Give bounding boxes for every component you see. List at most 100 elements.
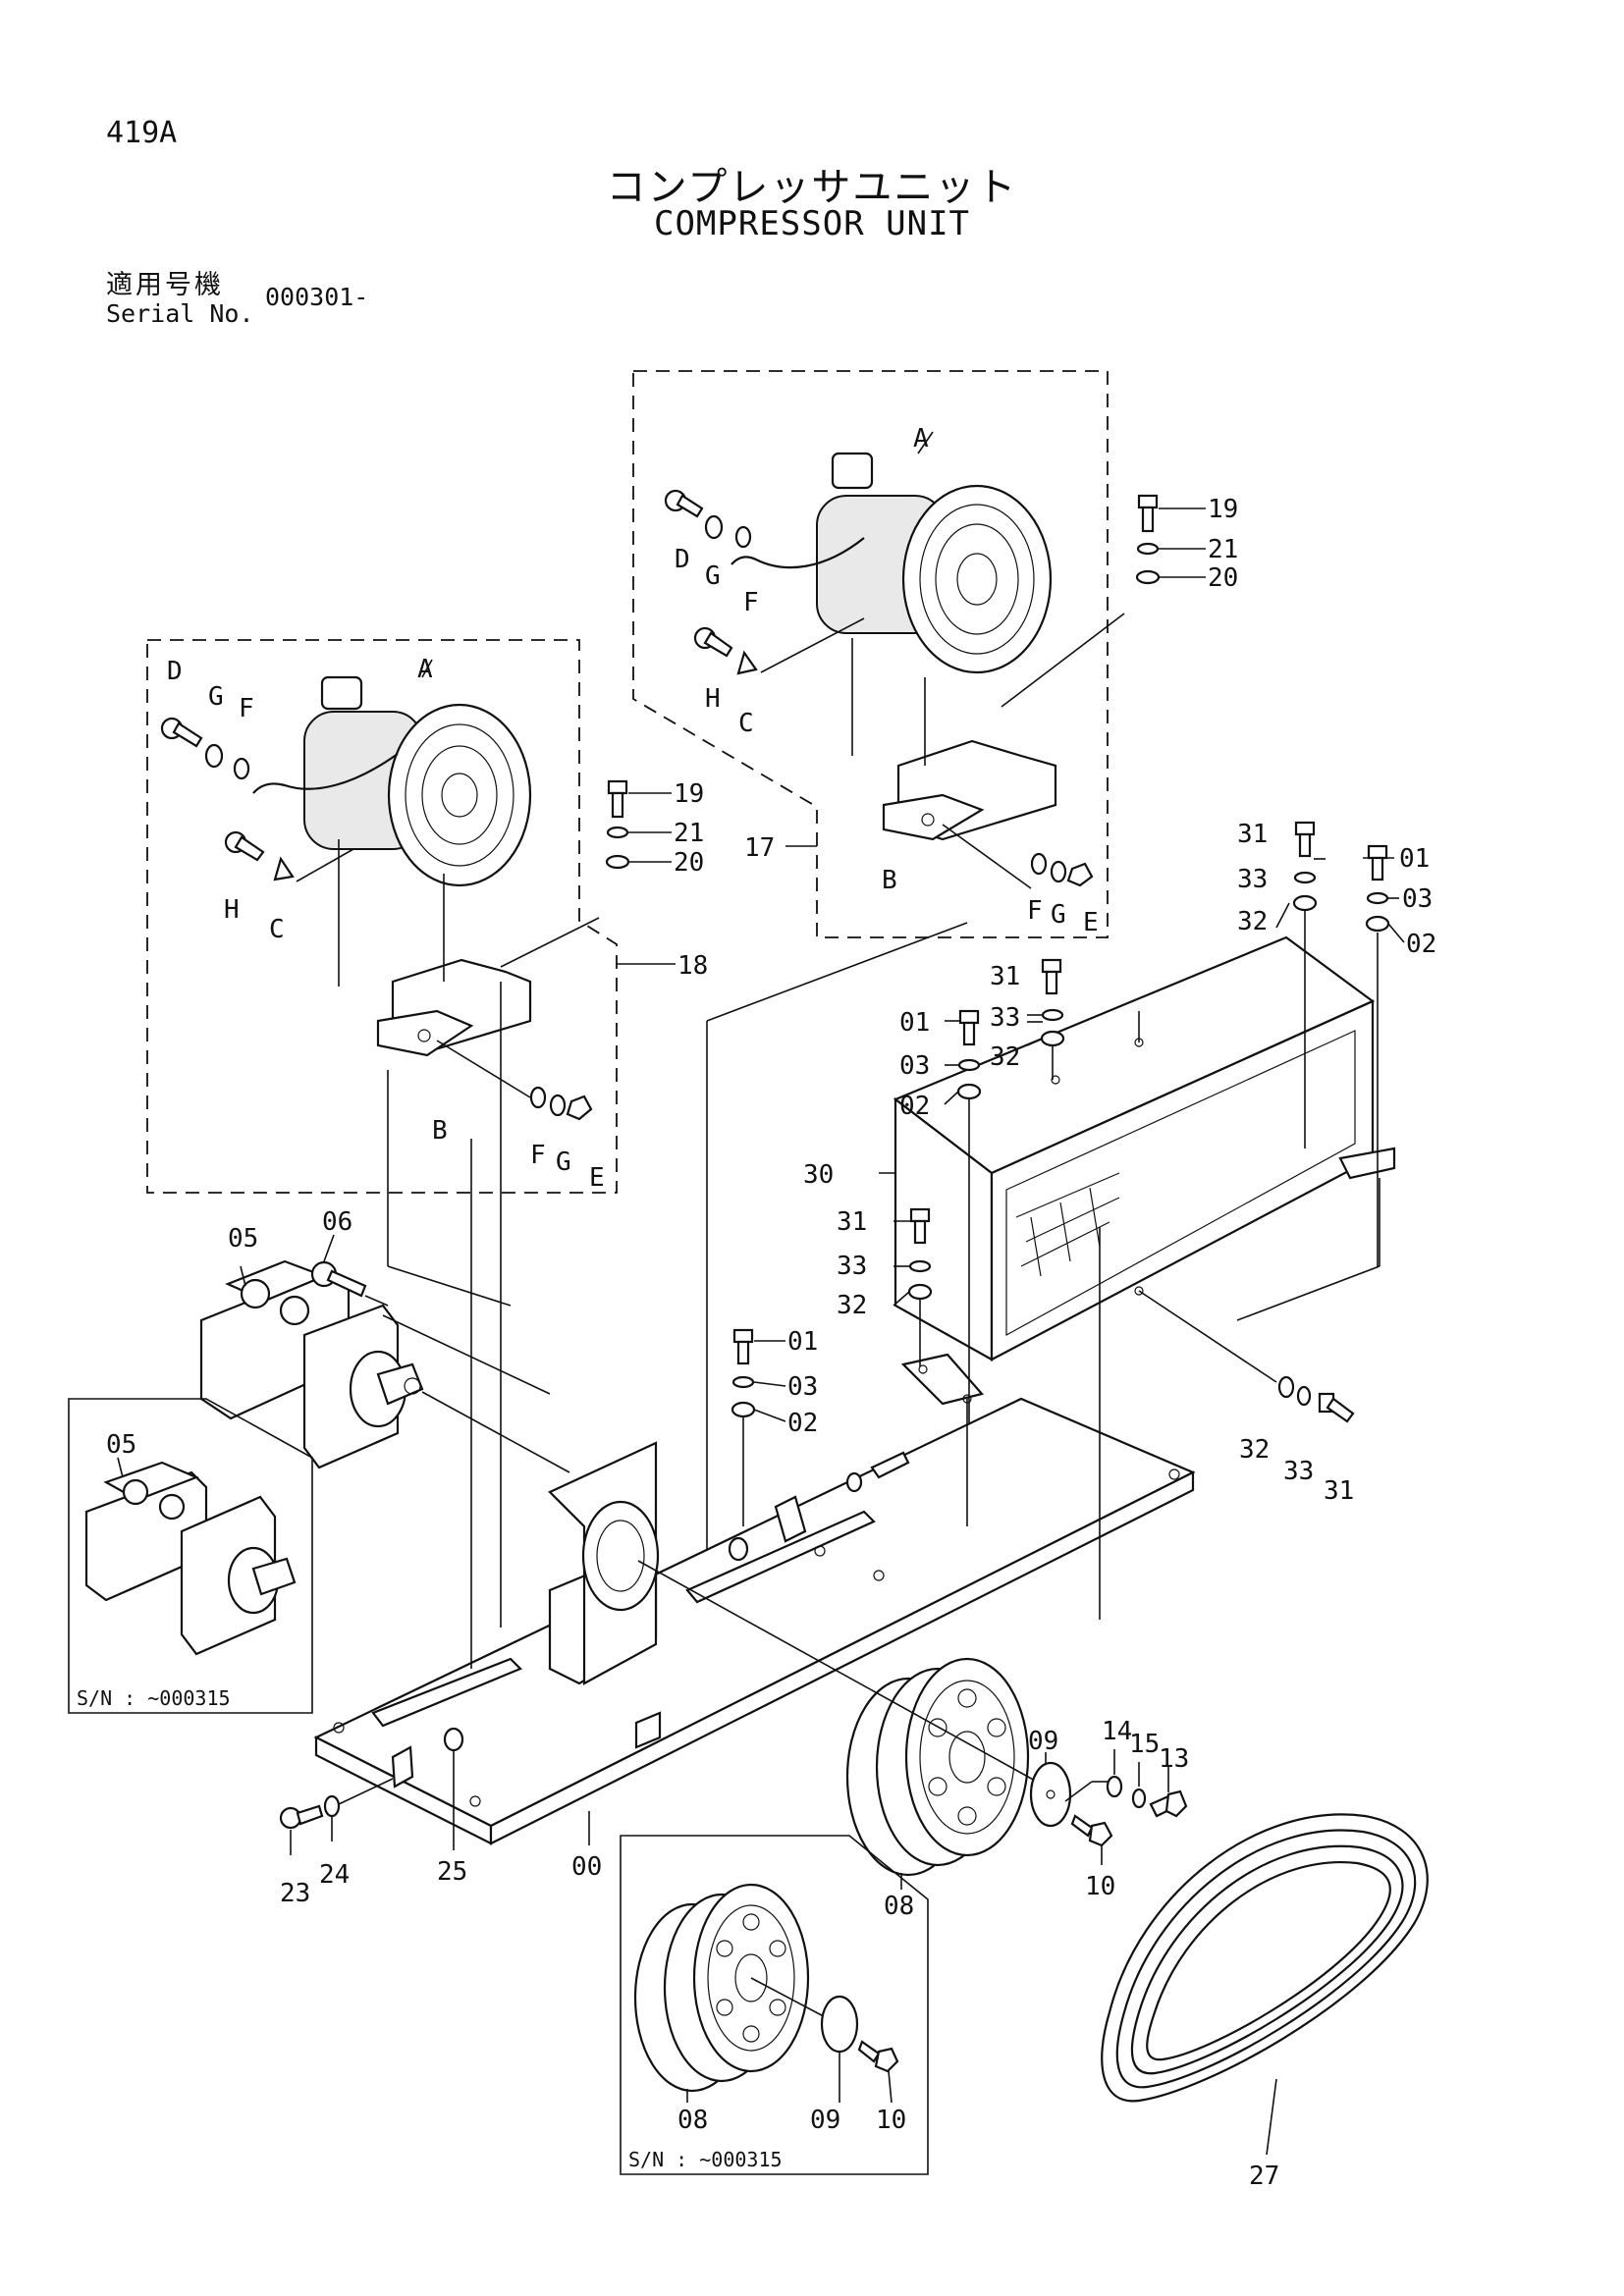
bolt-19-upper-icon xyxy=(1137,494,1159,533)
washer-32-right-icon xyxy=(1292,894,1318,912)
bolt-d-upper-icon xyxy=(664,489,704,518)
callout-02-base: 02 xyxy=(787,1409,818,1438)
washer-33-mid-icon xyxy=(908,1259,932,1273)
serial-label: Serial No. xyxy=(106,299,254,328)
washer-03-base-icon xyxy=(731,1375,755,1389)
callout-10: 10 xyxy=(1085,1872,1115,1901)
washer-32-mid-icon xyxy=(907,1283,933,1301)
bracket-left-icon xyxy=(376,958,532,1057)
bolt-23-icon xyxy=(279,1804,324,1830)
bolt-01-base-icon xyxy=(732,1328,754,1365)
callout-08-inset: 08 xyxy=(677,2106,708,2135)
callout-e-left: E xyxy=(589,1163,605,1193)
callout-g-upper: G xyxy=(705,561,721,591)
nut-e-upper-icon xyxy=(1066,862,1094,887)
callout-05-inset: 05 xyxy=(106,1430,136,1460)
compressor-left-icon xyxy=(252,675,532,887)
page-title: COMPRESSOR UNIT xyxy=(653,204,971,243)
bolt-19-left-icon xyxy=(607,779,628,819)
callout-d-left: D xyxy=(167,657,183,686)
bolt-h-left-icon xyxy=(224,830,265,862)
page-code: 419A xyxy=(106,116,178,150)
callout-f-upper: F xyxy=(743,588,759,617)
compressor-kit-left: A B C D E F G F G H 19 21 20 18 xyxy=(146,639,708,1194)
callout-32-lower: 32 xyxy=(1239,1435,1270,1465)
washer-03-right-icon xyxy=(1366,891,1389,905)
callout-b-left: B xyxy=(432,1116,448,1146)
callout-c-left: C xyxy=(269,915,285,944)
washer-03-top-icon xyxy=(957,1058,981,1072)
washer-32-lower-icon xyxy=(1277,1375,1295,1399)
callout-e-upper: E xyxy=(1083,908,1099,937)
callout-f-left: F xyxy=(239,694,254,723)
callout-31-right: 31 xyxy=(1237,820,1268,849)
callout-03-base: 03 xyxy=(787,1372,818,1402)
bolt-31-lower-icon xyxy=(1318,1392,1355,1423)
callout-03-right: 03 xyxy=(1402,884,1433,914)
clamp-c-upper-icon xyxy=(736,650,758,675)
washer-33-top-icon xyxy=(1041,1008,1064,1022)
callout-21-left: 21 xyxy=(674,819,704,848)
page-title-japanese: コンプレッサユニット xyxy=(606,165,1018,210)
washer-32-top-icon xyxy=(1040,1030,1065,1047)
condenser-unit xyxy=(879,935,1396,1406)
callout-h-left: H xyxy=(224,895,240,925)
callout-f-left-lower: F xyxy=(530,1141,546,1170)
washer-g-upper-lower-icon xyxy=(1050,860,1067,883)
pulley-08-icon xyxy=(845,1657,1030,1877)
motor-inset-panel: 05 S/N : ~000315 xyxy=(68,1398,313,1714)
nut-e-left-icon xyxy=(566,1095,593,1121)
callout-30: 30 xyxy=(803,1160,834,1190)
washer-20-upper-icon xyxy=(1135,569,1161,585)
compressor-kit-upper: A B C D E F G F G H 19 21 20 17 xyxy=(632,370,1238,938)
callout-20-left: 20 xyxy=(674,848,704,878)
pulley-inset-serial: S/N : ~000315 xyxy=(628,2148,783,2171)
callout-01-right: 01 xyxy=(1399,844,1430,874)
callout-05: 05 xyxy=(228,1224,258,1254)
bolt-06-icon xyxy=(310,1260,367,1298)
callout-f-upper-lower: F xyxy=(1027,896,1043,926)
hydraulic-motor xyxy=(199,1259,570,1473)
washer-20-left-icon xyxy=(605,854,630,870)
washer-02-base-icon xyxy=(731,1401,756,1418)
callout-03-top: 03 xyxy=(899,1051,930,1081)
washer-f-left-lower-icon xyxy=(529,1086,547,1109)
bolt-10-icon xyxy=(1070,1814,1113,1847)
washer-f-upper-icon xyxy=(734,525,752,549)
washer-f-left-icon xyxy=(233,757,250,780)
bolt-31-top-icon xyxy=(1041,958,1062,995)
callout-19-left: 19 xyxy=(674,779,704,809)
callout-10-inset: 10 xyxy=(876,2106,906,2135)
callout-33-mid: 33 xyxy=(837,1252,867,1281)
motor-inset-serial: S/N : ~000315 xyxy=(77,1686,231,1710)
washer-15-icon xyxy=(1131,1788,1147,1809)
callout-13: 13 xyxy=(1159,1744,1189,1774)
callout-23: 23 xyxy=(280,1879,310,1908)
callout-25: 25 xyxy=(437,1857,467,1887)
compressor-upper-icon xyxy=(731,452,1053,674)
callout-06: 06 xyxy=(322,1207,352,1237)
washer-24-icon xyxy=(323,1794,341,1818)
pulley-assembly: 08 09 10 14 15 13 xyxy=(637,1560,1189,1921)
callout-00: 00 xyxy=(571,1852,602,1882)
base-frame: 00 01 03 02 23 24 25 xyxy=(279,922,1380,1908)
condenser-hardware: 31 33 32 01 03 02 31 33 32 01 03 02 30 3… xyxy=(803,820,1436,1541)
callout-09: 09 xyxy=(1028,1727,1058,1756)
callout-20-upper: 20 xyxy=(1208,563,1238,593)
callout-b-upper: B xyxy=(882,866,897,895)
washer-02-right-icon xyxy=(1365,915,1390,933)
callout-32-mid: 32 xyxy=(837,1291,867,1320)
callout-h-upper: H xyxy=(705,684,721,714)
serial-label-japanese: 適用号機 xyxy=(106,270,224,300)
callout-27: 27 xyxy=(1249,2162,1279,2191)
callout-31-top: 31 xyxy=(990,962,1020,991)
callout-31-lower: 31 xyxy=(1324,1476,1354,1506)
v-belt-27-icon: 27 xyxy=(1101,1813,1429,2191)
washer-g-upper-icon xyxy=(704,514,724,540)
washer-33-right-icon xyxy=(1293,871,1317,884)
callout-g-upper-lower: G xyxy=(1051,900,1066,930)
washer-g-left-lower-icon xyxy=(549,1094,567,1117)
callout-08: 08 xyxy=(884,1892,914,1921)
callout-d-upper: D xyxy=(675,545,690,574)
